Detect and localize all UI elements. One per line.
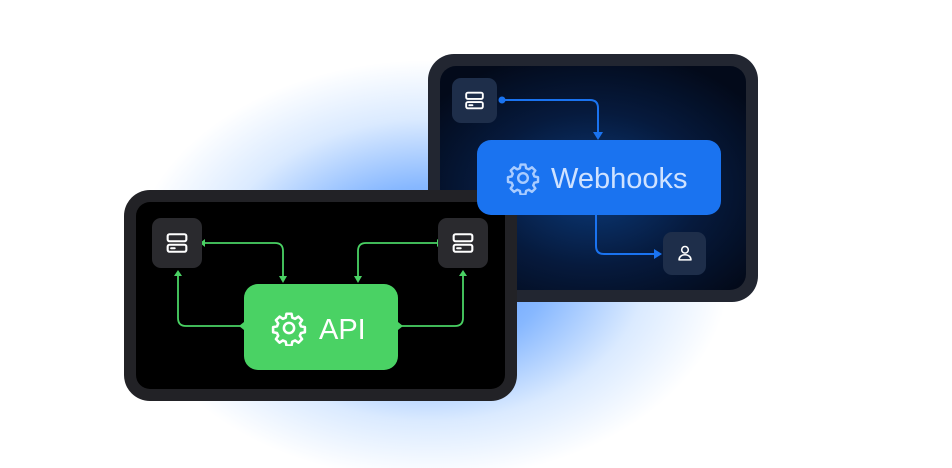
webhooks-arrow-right bbox=[654, 249, 662, 259]
api-arrow bbox=[174, 270, 182, 276]
api-label: API bbox=[319, 314, 366, 346]
api-node: API bbox=[244, 284, 398, 370]
api-connectors bbox=[177, 242, 464, 327]
webhooks-arrow-down bbox=[593, 132, 603, 140]
api-arrow bbox=[200, 239, 205, 247]
webhooks-node: Webhooks bbox=[477, 140, 721, 215]
webhooks-connectors bbox=[502, 99, 654, 255]
api-arrow bbox=[398, 322, 403, 330]
api-arrow bbox=[354, 276, 362, 283]
api-server-tile-right bbox=[438, 218, 488, 268]
webhooks-connector-out bbox=[595, 214, 654, 255]
webhooks-connector-in bbox=[502, 99, 599, 132]
webhooks-user-tile bbox=[663, 232, 706, 275]
api-arrow bbox=[459, 270, 467, 276]
api-connector-left-out bbox=[177, 276, 244, 327]
webhooks-connector-dot bbox=[498, 96, 506, 104]
webhooks-label: Webhooks bbox=[551, 163, 688, 195]
webhooks-server-tile bbox=[452, 78, 497, 123]
api-server-tile-left bbox=[152, 218, 202, 268]
api-arrow bbox=[239, 322, 244, 330]
api-connector-right-in bbox=[357, 242, 437, 276]
api-arrow bbox=[279, 276, 287, 283]
api-connector-right-out bbox=[398, 276, 464, 327]
api-connector-left-in bbox=[205, 242, 284, 276]
